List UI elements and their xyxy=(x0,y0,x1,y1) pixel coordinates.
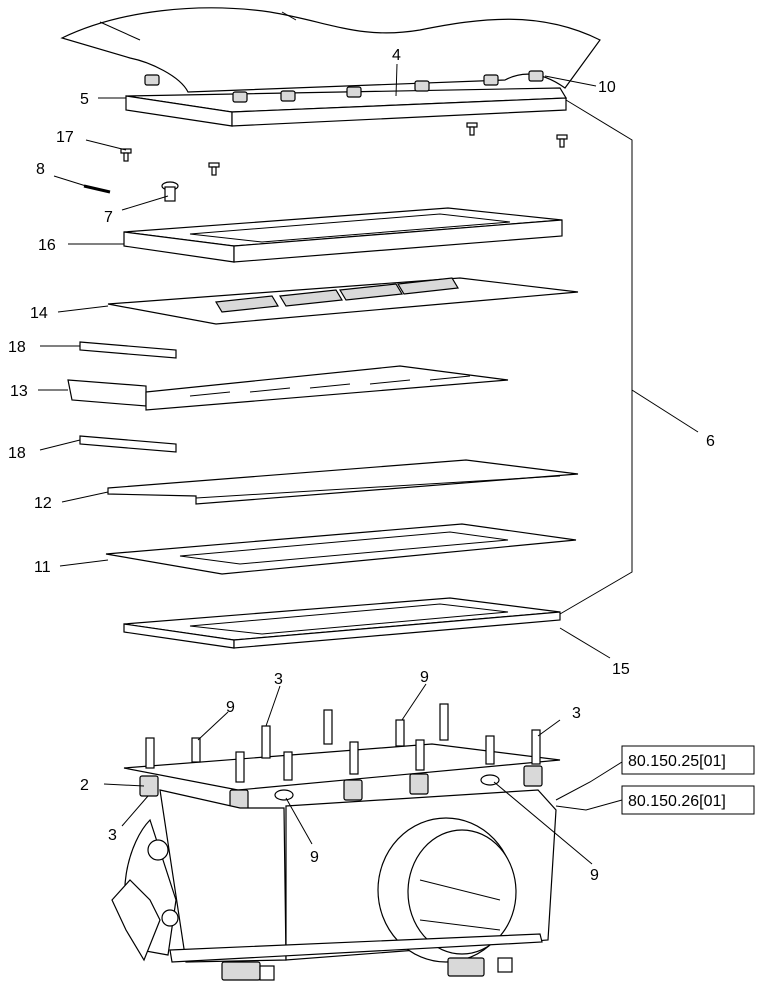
callout-9-mid: 9 xyxy=(310,849,319,866)
valve-housing xyxy=(111,703,561,981)
callout-6: 6 xyxy=(706,433,715,450)
stud-set xyxy=(145,703,541,783)
callout-3-top: 3 xyxy=(274,671,283,688)
nut-set xyxy=(144,70,544,103)
callout-17: 17 xyxy=(56,129,74,146)
callout-labels: 4 5 10 17 8 7 16 14 18 13 18 12 11 6 15 … xyxy=(8,47,715,884)
callout-15: 15 xyxy=(612,661,630,678)
assembly-bracket-line xyxy=(559,99,633,615)
callout-10: 10 xyxy=(598,79,616,96)
flap-plate-14 xyxy=(107,277,579,325)
screw-set xyxy=(120,122,568,176)
callout-12: 12 xyxy=(34,495,52,512)
gasket-12 xyxy=(107,459,579,505)
callout-18-upper: 18 xyxy=(8,339,26,356)
callout-4: 4 xyxy=(392,47,401,64)
frame-plate-15 xyxy=(123,597,561,649)
reference-2-label: 80.150.26[01] xyxy=(628,793,726,810)
callout-9-left: 9 xyxy=(226,699,235,716)
cotter-pin xyxy=(83,184,111,194)
callout-18-lower: 18 xyxy=(8,445,26,462)
flange-nut-set xyxy=(139,765,543,811)
callout-8: 8 xyxy=(36,161,45,178)
frame-plate-16 xyxy=(123,207,563,263)
callout-3-right: 3 xyxy=(572,705,581,722)
callout-11: 11 xyxy=(34,559,51,576)
callout-9-right: 9 xyxy=(590,867,599,884)
slotted-plate-13 xyxy=(67,365,509,411)
clevis-pin xyxy=(161,181,179,202)
strip-18-upper xyxy=(79,341,177,359)
callout-14: 14 xyxy=(30,305,48,322)
reference-box-2[interactable]: 80.150.26[01] xyxy=(621,785,755,815)
callout-7: 7 xyxy=(104,209,113,226)
callout-2: 2 xyxy=(80,777,89,794)
callout-5: 5 xyxy=(80,91,89,108)
gasket-11 xyxy=(105,523,577,575)
reference-box-1[interactable]: 80.150.25[01] xyxy=(621,745,755,775)
top-flange-plate xyxy=(125,87,568,127)
callout-3-left: 3 xyxy=(108,827,117,844)
callout-9-top: 9 xyxy=(420,669,429,686)
hopper-cover xyxy=(60,7,601,93)
callout-16: 16 xyxy=(38,237,56,254)
leader-lines xyxy=(38,63,699,865)
strip-18-lower xyxy=(79,435,177,453)
callout-13: 13 xyxy=(10,383,28,400)
reference-1-label: 80.150.25[01] xyxy=(628,753,726,770)
